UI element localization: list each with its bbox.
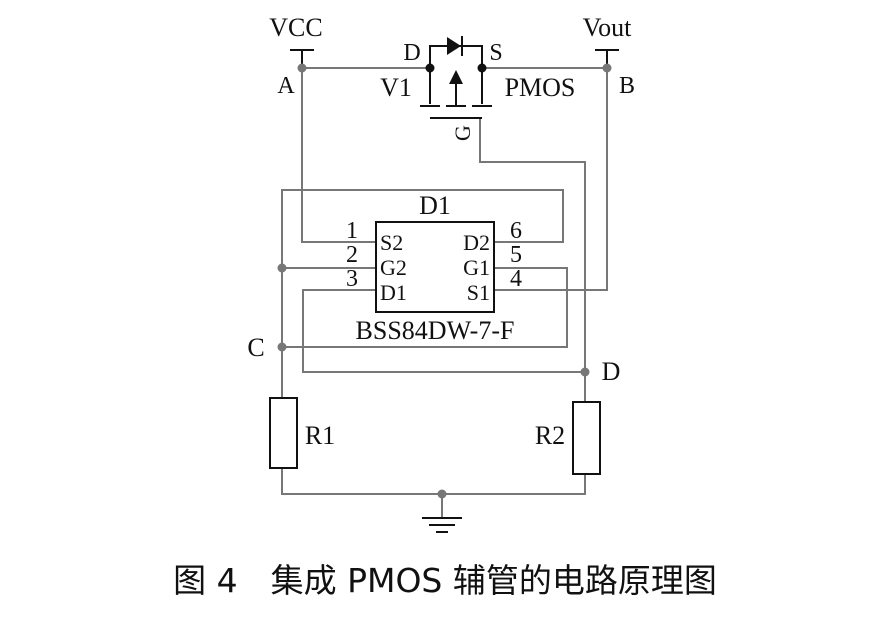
- v1-label: V1: [380, 73, 412, 102]
- vout-label: Vout: [583, 13, 632, 42]
- pmos-terminal-dots: [425, 63, 487, 73]
- resistor-r2: [572, 401, 601, 475]
- ground-icon: [422, 517, 462, 533]
- ic-pin-name: D2: [463, 230, 490, 255]
- pmos-drain-label: D: [403, 40, 420, 66]
- resistor-r1: [269, 397, 298, 469]
- ic-pin-name: S1: [467, 280, 490, 305]
- ic-ref-label: D1: [419, 191, 451, 220]
- ic-pin-number: 5: [510, 242, 522, 268]
- ic-pin-number: 1: [346, 218, 358, 244]
- node-b-label: B: [619, 73, 635, 99]
- node-a-label: A: [277, 73, 295, 99]
- junction-dots: [277, 63, 612, 499]
- pmos-gate-label: G: [450, 125, 475, 141]
- ic-pin-name: G2: [380, 255, 407, 280]
- wires: [281, 67, 608, 518]
- ic-pin-name: D1: [380, 280, 407, 305]
- ic-body: [375, 221, 495, 313]
- vcc-label: VCC: [269, 13, 322, 42]
- node-d-label: D: [602, 357, 621, 386]
- r1-label: R1: [305, 421, 335, 450]
- ic-part-label: BSS84DW-7-F: [356, 316, 515, 345]
- pmos-source-label: S: [489, 40, 502, 66]
- ic-pin-name: G1: [463, 255, 490, 280]
- ic-pin-number: 3: [346, 266, 358, 292]
- pmos-transistor: [420, 36, 492, 119]
- r2-label: R2: [535, 421, 565, 450]
- supply-terminals: [290, 49, 619, 68]
- ic-pin-number: 2: [346, 242, 358, 268]
- pmos-label: PMOS: [505, 73, 576, 102]
- ic-pin-number: 6: [510, 218, 522, 244]
- node-c-label: C: [247, 333, 264, 362]
- figure-caption: 图 4 集成 PMOS 辅管的电路原理图: [173, 561, 717, 600]
- ic-pin-name: S2: [380, 230, 403, 255]
- ic-pin-number: 4: [510, 266, 522, 292]
